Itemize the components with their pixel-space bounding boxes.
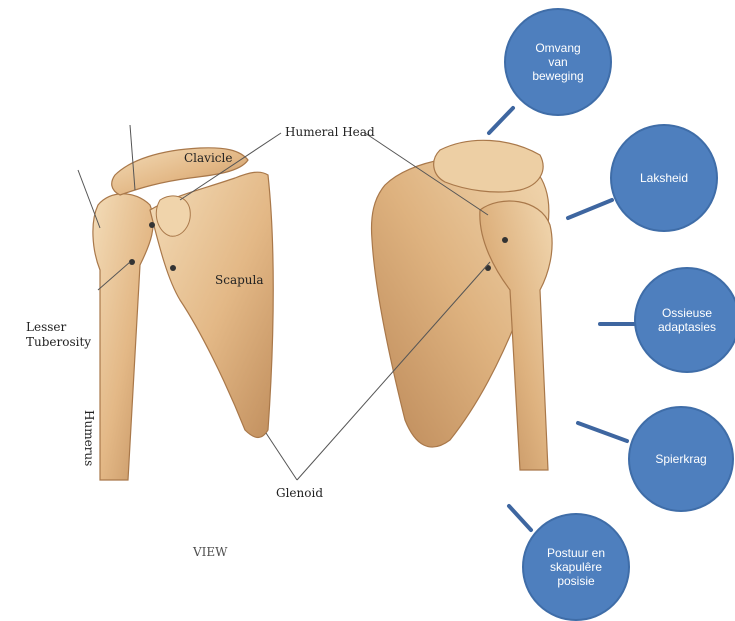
circle-posture-scapular-position: Postuur en skapulêre posisie bbox=[522, 513, 630, 621]
circle-label: Omvang van beweging bbox=[532, 41, 583, 83]
circle-label: Ossieuse adaptasies bbox=[658, 306, 716, 334]
label-scapula: Scapula bbox=[215, 273, 264, 288]
circle-label: Laksheid bbox=[640, 171, 688, 185]
circle-osseous-adaptations: Ossieuse adaptasies bbox=[634, 267, 735, 373]
circle-range-of-motion: Omvang van beweging bbox=[504, 8, 612, 116]
circle-laxity: Laksheid bbox=[610, 124, 718, 232]
label-lesser-tuberosity: Lesser Tuberosity bbox=[26, 320, 91, 350]
label-humerus: Humerus bbox=[81, 410, 96, 466]
label-view-caption: VIEW bbox=[193, 545, 228, 560]
label-humeral-head: Humeral Head bbox=[285, 125, 375, 140]
posterior-view-bones bbox=[372, 140, 553, 470]
label-clavicle: Clavicle bbox=[184, 151, 232, 166]
circle-label: Spierkrag bbox=[655, 452, 706, 466]
circle-muscle-strength: Spierkrag bbox=[628, 406, 734, 512]
label-glenoid: Glenoid bbox=[276, 486, 323, 501]
circle-label: Postuur en skapulêre posisie bbox=[547, 546, 605, 588]
